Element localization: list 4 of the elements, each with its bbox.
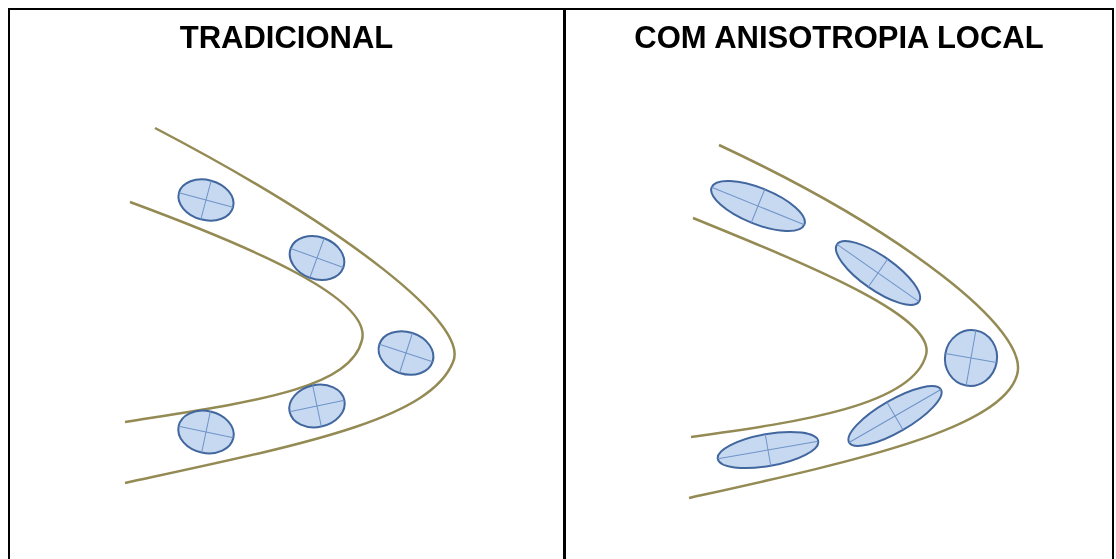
panel [8, 8, 563, 559]
panel-title: COM ANISOTROPIA LOCAL [634, 20, 1044, 56]
panel [563, 8, 1114, 559]
panel-title: TRADICIONAL [179, 20, 394, 56]
